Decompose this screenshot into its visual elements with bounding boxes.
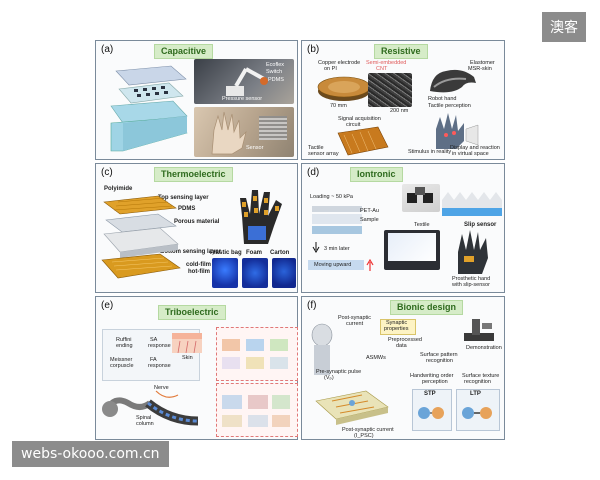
annotation: Demonstration xyxy=(466,345,502,351)
annotation: Pressure sensor xyxy=(222,96,262,102)
annotation: Robot hand xyxy=(428,96,456,102)
annotation: response xyxy=(148,343,171,349)
down-arrow-icon xyxy=(312,242,320,254)
annotation: column xyxy=(136,421,154,427)
watermark-top-right: 澳客 xyxy=(542,12,586,42)
annotation: Carton xyxy=(270,250,289,256)
annotation: Sensor xyxy=(246,145,263,151)
stp-neuron-icon xyxy=(414,399,448,427)
panel-capacitive: (a) Capacitive Ecoflex Switch PDMS Press… xyxy=(95,40,298,160)
annotation: Stimulus in reality xyxy=(408,149,451,155)
annotation: 70 mm xyxy=(330,103,347,109)
annotation: current xyxy=(346,321,363,327)
panel-label: (f) xyxy=(307,300,316,311)
annotation: in virtual space xyxy=(452,151,489,157)
annotation: ending xyxy=(116,343,133,349)
panel-title: Iontronic xyxy=(350,167,403,182)
carton-heatmap xyxy=(272,258,296,288)
annotation: Sample xyxy=(360,217,379,223)
robot-hand-icon xyxy=(422,61,482,99)
annotation: Skin xyxy=(182,355,193,361)
copper-disc-icon xyxy=(316,73,376,103)
annotation: 200 nm xyxy=(390,108,408,114)
figure: (a) Capacitive Ecoflex Switch PDMS Press… xyxy=(95,40,505,440)
gripper-icon xyxy=(403,185,439,211)
annotation: perception xyxy=(422,379,448,385)
panel-label: (b) xyxy=(307,44,319,55)
up-arrow-icon xyxy=(366,259,374,271)
annotation: response xyxy=(148,363,171,369)
annotation: 3 min later xyxy=(324,246,350,252)
panel-title: Thermoelectric xyxy=(154,167,233,182)
prosthetic-hand-icon xyxy=(448,228,498,276)
annotation: on PI xyxy=(324,66,337,72)
panel-label: (a) xyxy=(101,44,113,55)
annotation: Switch xyxy=(266,69,282,75)
panel-title: Triboelectric xyxy=(158,305,226,320)
plastic-bag-heatmap xyxy=(212,258,238,288)
annotation: Plastic bag xyxy=(210,250,242,256)
panel-title: Capacitive xyxy=(154,44,213,59)
annotation: ASMWs xyxy=(366,355,386,361)
cnt-micrograph xyxy=(368,73,412,107)
annotation: recognition xyxy=(464,379,491,385)
sensor-grid xyxy=(259,116,287,140)
spinal-cord-robot-diagram xyxy=(100,381,210,437)
microscope-icon xyxy=(458,315,498,345)
panel-label: (e) xyxy=(101,300,113,311)
panel-iontronic: (d) Iontronic Loading ~ 50 kPa PET-Au Sa… xyxy=(301,163,505,293)
panel-label: (c) xyxy=(101,167,113,178)
tactile-sensor-array-icon xyxy=(332,123,392,157)
annotation: CNT xyxy=(376,66,387,72)
watermark-bottom-left: webs-okooo.com.cn xyxy=(12,441,169,467)
synaptic-device-diagram xyxy=(312,381,392,427)
annotation: Ecoflex xyxy=(266,62,284,68)
panel-title: Resistive xyxy=(374,44,428,59)
foam-heatmap xyxy=(242,258,268,288)
panel-thermoelectric: (c) Thermoelectric Polyimide Top sensing… xyxy=(95,163,298,293)
panel-bionic-design: (f) Bionic design Post-synaptic current … xyxy=(301,296,505,440)
annotation: recognition xyxy=(426,358,453,364)
ltp-neuron-icon xyxy=(458,399,496,427)
annotation: STP xyxy=(424,391,436,397)
annotation: PDMS xyxy=(268,77,284,83)
panel-title: Bionic design xyxy=(390,300,463,315)
panel-label: (d) xyxy=(307,167,319,178)
annotation: (I_PSC) xyxy=(354,433,374,439)
panel-triboelectric: (e) Triboelectric Ruffini ending SA resp… xyxy=(95,296,298,440)
annotation: PET-Au xyxy=(360,208,379,214)
annotation: LTP xyxy=(470,391,481,397)
annotation: Foam xyxy=(246,250,262,256)
thermoelectric-glove-icon xyxy=(230,186,292,246)
triboelectric-principle-top-icon xyxy=(218,333,294,377)
skin-layer-icon xyxy=(172,333,202,353)
capacitive-layer-diagram xyxy=(101,61,191,156)
annotation: Moving upward xyxy=(314,262,351,268)
annotation: properties xyxy=(384,326,408,332)
textile-wave-icon xyxy=(442,186,502,216)
annotation: with slip-sensor xyxy=(452,282,490,288)
annotation: data xyxy=(396,343,407,349)
thermoelectric-stack-diagram xyxy=(98,186,198,291)
laptop-screen xyxy=(388,233,436,261)
triboelectric-principle-bottom-icon xyxy=(218,389,294,433)
panel-resistive: (b) Resistive Copper electrode on PI Sem… xyxy=(301,40,505,160)
annotation: Pre-synaptic pulse xyxy=(316,369,361,375)
annotation: Textile xyxy=(414,222,430,228)
annotation: corpuscle xyxy=(110,363,134,369)
annotation: sensor array xyxy=(308,151,339,157)
